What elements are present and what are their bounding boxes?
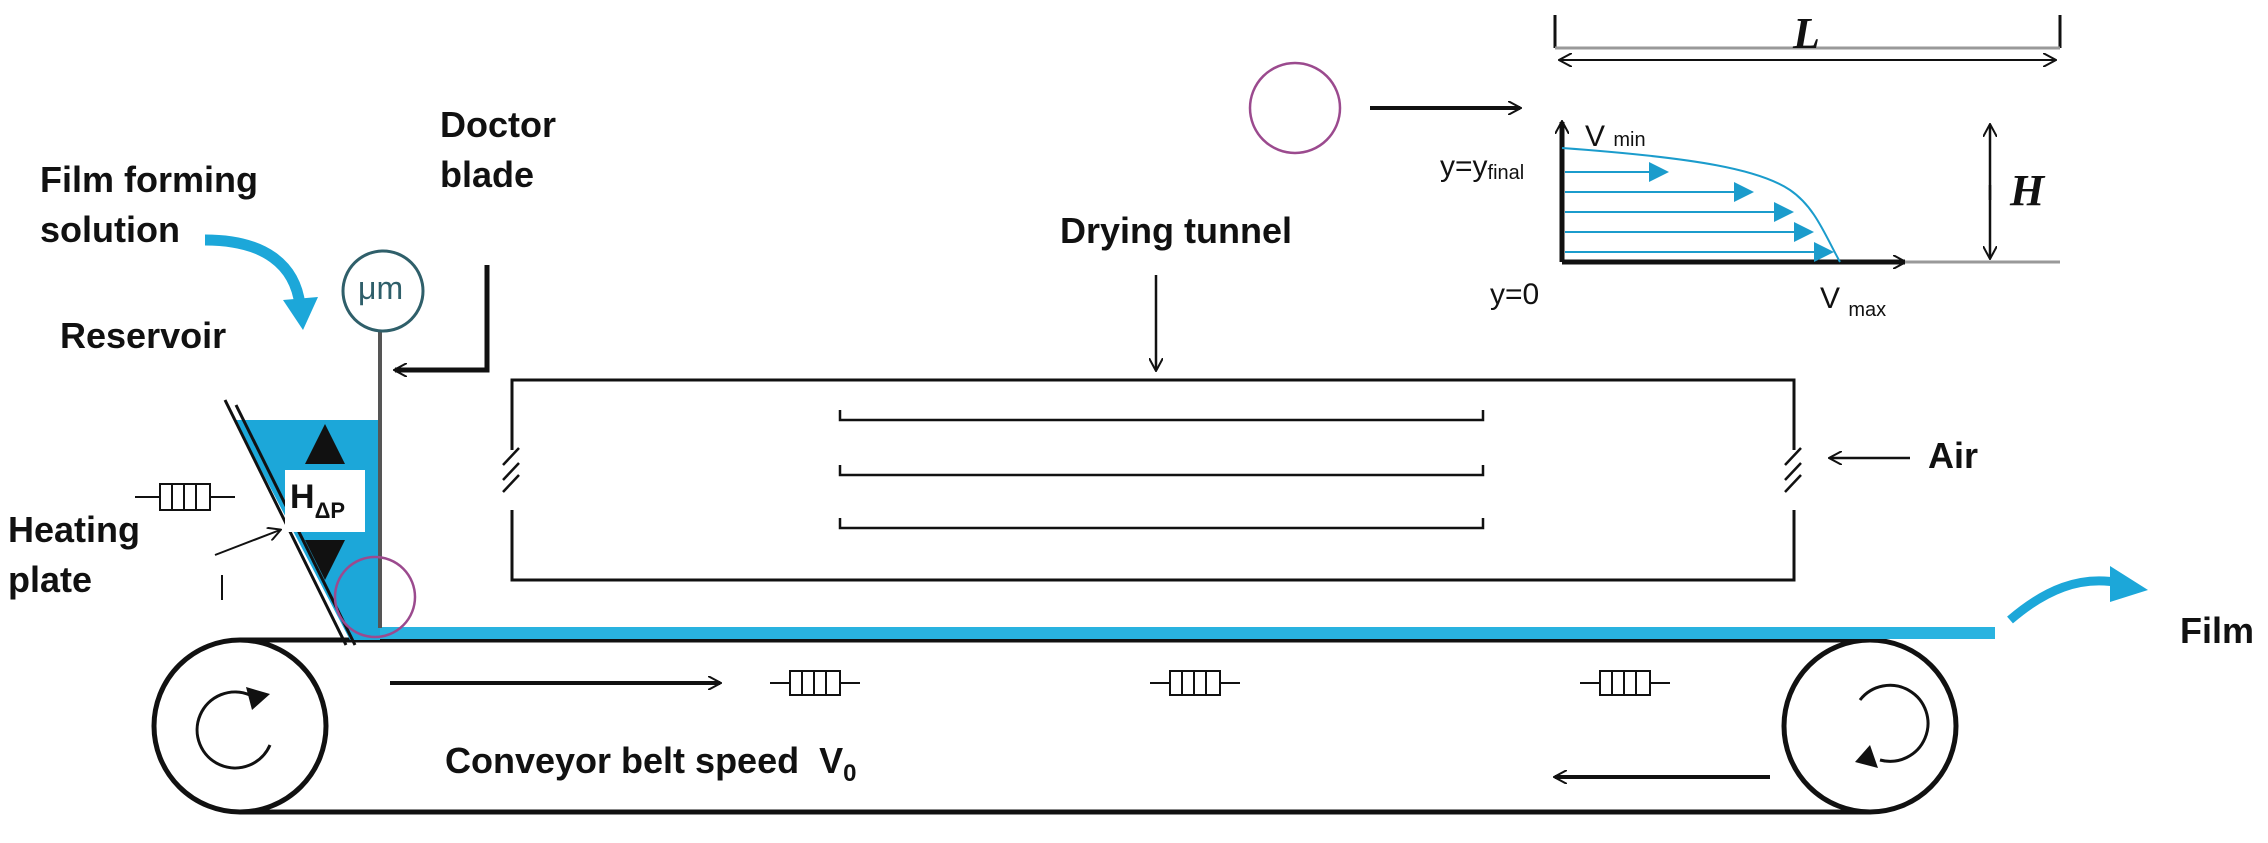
gauge-label: μm	[358, 270, 404, 306]
flow-arrow-icon	[283, 297, 318, 330]
head-label-main: H	[290, 478, 315, 516]
label-conveyor-belt-speed: Conveyor belt speed V0	[445, 740, 856, 787]
drying-tunnel	[510, 378, 1796, 582]
label-reservoir: Reservoir	[60, 315, 227, 356]
rotation-arrow-icon	[1855, 683, 1930, 768]
blade-gap-highlight	[333, 555, 417, 639]
heater-element-icon	[770, 670, 860, 696]
label-doctor-blade: Doctor blade	[440, 100, 556, 200]
label-doctor-blade-line1: Doctor	[440, 104, 556, 145]
inset-v-max: V max	[1820, 282, 1886, 321]
label-drying-tunnel: Drying tunnel	[1060, 210, 1292, 251]
label-heating-plate: Heating plate	[8, 505, 140, 605]
inset-zoom-circle	[1248, 61, 1342, 155]
heater-element-icon	[135, 483, 235, 511]
label-film-forming-line2: solution	[40, 209, 180, 250]
tunnel-vent-left	[500, 447, 524, 510]
inset-v-min: V min	[1585, 120, 1646, 154]
inset-y-final-main: y=y	[1440, 150, 1488, 183]
inset-y-zero: y=0	[1490, 278, 1540, 311]
head-label-box	[285, 470, 365, 532]
rotation-arrow-icon	[195, 687, 272, 770]
inset-v-max-sub: max	[1848, 299, 1887, 321]
label-doctor-blade-line2: blade	[440, 154, 535, 195]
inset-v-min-sub: min	[1613, 129, 1646, 151]
heating-plate-pointer	[214, 530, 280, 556]
conveyor-label-main: Conveyor belt speed V	[445, 740, 844, 781]
head-label-sub: ΔP	[314, 498, 346, 523]
label-film-forming-solution: Film forming solution	[40, 155, 258, 255]
thickness-gauge	[341, 249, 425, 333]
label-air: Air	[1928, 435, 1979, 476]
flow-arrow-icon	[2110, 566, 2148, 602]
tunnel-shelves	[838, 410, 1485, 530]
conveyor-label-sub: 0	[843, 760, 857, 787]
heater-element-icon	[1580, 670, 1670, 696]
film-exit-arrow	[2007, 576, 2121, 624]
inset-v-max-main: V	[1820, 282, 1841, 315]
solution-flow-arrow	[204, 234, 306, 306]
label-heating-plate-line2: plate	[8, 559, 93, 600]
head-label: HΔP	[290, 478, 345, 523]
velocity-vectors	[1565, 162, 1834, 262]
label-heating-plate-line1: Heating	[8, 509, 141, 550]
velocity-profile-curve	[1561, 147, 1841, 263]
inset-y-final: y=yfinal	[1440, 150, 1524, 184]
tunnel-vent-right	[1782, 447, 1806, 510]
conveyor-belt	[151, 637, 1959, 815]
doctor-blade-arrow	[395, 265, 490, 370]
label-film: Film	[2180, 610, 2255, 651]
inset-v-min-main: V	[1585, 120, 1606, 153]
inset-length-label: L	[1793, 9, 1820, 58]
heater-element-icon	[1150, 670, 1240, 696]
label-film-forming-line1: Film forming	[40, 159, 258, 200]
inset-y-final-sub: final	[1487, 162, 1525, 184]
cast-film	[355, 627, 1995, 639]
inset-height-label: H	[2010, 166, 2045, 215]
